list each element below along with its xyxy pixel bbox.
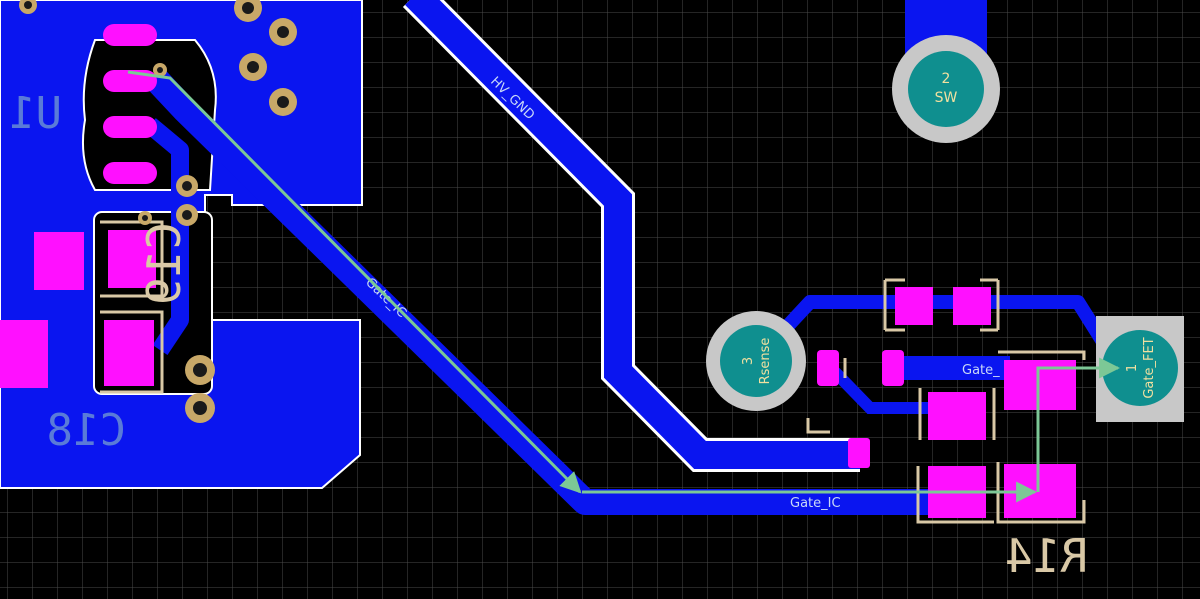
net-label-gate-ic-horiz: Gate_IC — [790, 496, 841, 511]
pad-rsense-number: 3 — [741, 357, 756, 365]
trace-gate-ic[interactable] — [144, 69, 950, 515]
pad-gate-fet-number: 1 — [1125, 364, 1140, 372]
pad-gate-fet[interactable]: 1 Gate_FET — [1096, 316, 1184, 422]
pad-sw-number: 2 — [942, 71, 951, 87]
pad-rsense[interactable]: 3 Rsense — [706, 311, 806, 411]
u1-label: U1 — [9, 88, 62, 139]
trace-hv-gnd[interactable] — [402, 0, 860, 472]
c19-label: C19 — [137, 222, 191, 305]
ratsnest-line — [127, 70, 1121, 503]
pad-gate-fet-net: Gate_FET — [1142, 337, 1157, 398]
net-label-gate-short: Gate_ — [962, 363, 1000, 378]
c18-designator: C18 — [47, 405, 126, 456]
u1-pads[interactable] — [0, 24, 157, 388]
r14-label: R14 — [1005, 529, 1088, 583]
c19-pads[interactable] — [100, 220, 164, 394]
pad-rsense-net: Rsense — [758, 338, 773, 385]
pad-sw[interactable]: 2 SW — [892, 35, 1000, 143]
r14-designator: R14 — [1005, 529, 1088, 583]
u1-designator: U1 — [9, 88, 62, 139]
c19-designator: C19 — [137, 222, 191, 305]
pad-sw-net: SW — [935, 90, 958, 106]
c18-label: C18 — [47, 405, 126, 456]
vias[interactable] — [19, 0, 297, 423]
